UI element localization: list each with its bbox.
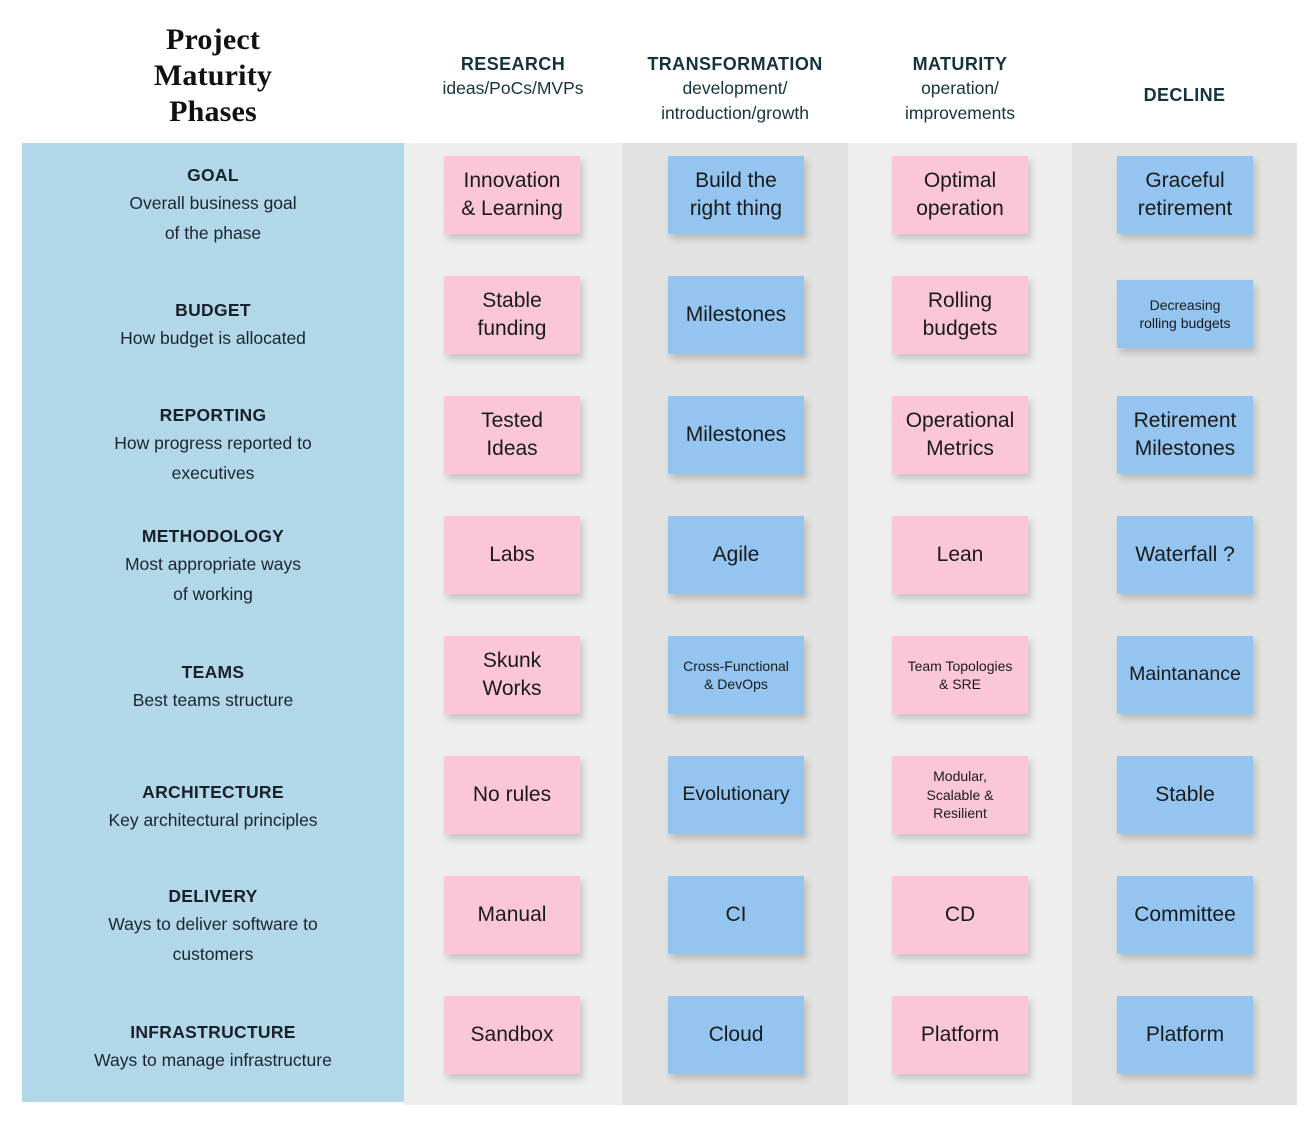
sticky-note-card[interactable]: Evolutionary	[668, 756, 804, 834]
row-title: TEAMS	[181, 662, 245, 682]
phase-header-maturity: MATURITY operation/improvements	[848, 52, 1072, 126]
row-label-infrastructure: INFRASTRUCTURE Ways to manage infrastruct…	[22, 1020, 404, 1075]
row-description: How budget is allocated	[120, 328, 306, 348]
sticky-note-card[interactable]: CD	[892, 876, 1028, 954]
sticky-note-card[interactable]: Cloud	[668, 996, 804, 1074]
sticky-note-card[interactable]: CI	[668, 876, 804, 954]
matrix-row: ARCHITECTURE Key architectural principles…	[0, 743, 1316, 863]
phase-name-transformation: TRANSFORMATION	[647, 54, 823, 74]
row-label-budget: BUDGET How budget is allocated	[22, 298, 404, 353]
row-label-architecture: ARCHITECTURE Key architectural principles	[22, 780, 404, 835]
sticky-note-card[interactable]: No rules	[444, 756, 580, 834]
phase-name-decline: DECLINE	[1143, 85, 1226, 105]
row-title: BUDGET	[175, 300, 251, 320]
row-title: METHODOLOGY	[141, 526, 285, 546]
sticky-note-card[interactable]: Agile	[668, 516, 804, 594]
sticky-note-card[interactable]: Waterfall ?	[1117, 516, 1253, 594]
phase-header-research: RESEARCH ideas/PoCs/MVPs	[404, 52, 622, 101]
sticky-note-card[interactable]: Labs	[444, 516, 580, 594]
row-description: Key architectural principles	[108, 810, 318, 830]
row-label-sidebar	[22, 143, 404, 1102]
phase-sub-maturity: operation/improvements	[905, 78, 1015, 123]
sticky-note-card[interactable]: Cross-Functional& DevOps	[668, 636, 804, 714]
sticky-note-card[interactable]: Platform	[1117, 996, 1253, 1074]
sticky-note-card[interactable]: Platform	[892, 996, 1028, 1074]
phase-header-transformation: TRANSFORMATION development/introduction/…	[612, 52, 858, 126]
phase-sub-research: ideas/PoCs/MVPs	[442, 78, 584, 98]
row-cards: Sandbox Cloud Platform Platform	[0, 983, 1316, 1103]
sticky-note-card[interactable]: Innovation& Learning	[444, 156, 580, 234]
row-title: GOAL	[187, 165, 239, 185]
sticky-note-card[interactable]: Modular,Scalable &Resilient	[892, 756, 1028, 834]
row-cards: Manual CI CD Committee	[0, 863, 1316, 983]
sticky-note-card[interactable]: Stable	[1117, 756, 1253, 834]
row-cards: Labs Agile Lean Waterfall ?	[0, 503, 1316, 623]
row-title: ARCHITECTURE	[142, 782, 284, 802]
phase-name-research: RESEARCH	[460, 54, 566, 74]
row-title: REPORTING	[159, 405, 267, 425]
phase-sub-transformation: development/introduction/growth	[661, 78, 809, 123]
sticky-note-card[interactable]: Milestones	[668, 396, 804, 474]
row-label-teams: TEAMS Best teams structure	[22, 660, 404, 715]
row-cards: No rules Evolutionary Modular,Scalable &Re…	[0, 743, 1316, 863]
row-title: DELIVERY	[168, 886, 258, 906]
sticky-note-card[interactable]: Committee	[1117, 876, 1253, 954]
row-description: Ways to manage infrastructure	[94, 1050, 332, 1070]
sticky-note-card[interactable]: Milestones	[668, 276, 804, 354]
row-description: Best teams structure	[132, 690, 294, 710]
matrix-row: INFRASTRUCTURE Ways to manage infrastruct…	[0, 983, 1316, 1103]
row-title: INFRASTRUCTURE	[130, 1022, 296, 1042]
sticky-note-card[interactable]: Lean	[892, 516, 1028, 594]
sticky-note-card[interactable]: Manual	[444, 876, 580, 954]
sticky-note-card[interactable]: Team Topologies& SRE	[892, 636, 1028, 714]
phase-header-decline: DECLINE	[1072, 83, 1297, 107]
phase-name-maturity: MATURITY	[912, 54, 1008, 74]
sticky-note-card[interactable]: Maintanance	[1117, 636, 1253, 714]
sticky-note-card[interactable]: Sandbox	[444, 996, 580, 1074]
